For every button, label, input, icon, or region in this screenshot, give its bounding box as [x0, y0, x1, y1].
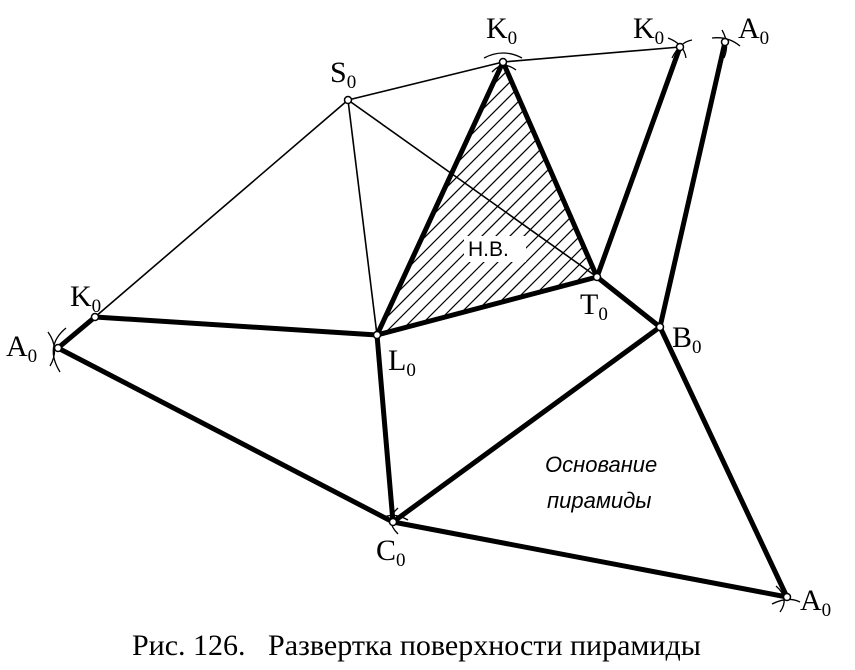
label-A-bottom: A0 [800, 584, 831, 621]
hatch-line [0, 40, 258, 400]
vertex-C [388, 517, 398, 527]
thick-edges [55, 39, 790, 600]
hatch-line [0, 40, 342, 400]
edge-K-left-L [92, 314, 380, 338]
hatch-line [377, 62, 469, 335]
label-L: L0 [388, 344, 416, 381]
hatch-line [710, 40, 855, 400]
label-K-right: K0 [633, 12, 664, 49]
label-C: C0 [376, 534, 406, 571]
hatch-line [377, 62, 597, 335]
vertex-L [372, 330, 382, 340]
hatch-line [850, 40, 855, 400]
hatch-line [377, 62, 413, 335]
vertex-K-left [90, 312, 100, 322]
label-S: S0 [330, 56, 356, 93]
vertex-S [343, 95, 353, 105]
hatch-line [377, 62, 385, 335]
hatch-line [377, 62, 399, 335]
hatch-line [612, 40, 855, 400]
hatch-line [682, 40, 855, 400]
hatch-line [0, 40, 272, 400]
hatch-line [0, 40, 328, 400]
true-size-label-bg [464, 236, 526, 262]
edge-K-top-K-right [502, 46, 681, 63]
vertex-markers [53, 37, 792, 602]
vertex-A-topright [720, 37, 730, 47]
hatch-line [766, 40, 855, 400]
edge-B-A-topright [657, 39, 728, 330]
hatch-line [377, 62, 553, 335]
vertex-labels: S0 K0 K0 A0 K0 A0 L0 T0 B0 C0 A0 [6, 12, 831, 621]
hatch-line [377, 62, 597, 335]
label-B: B0 [672, 321, 702, 358]
hatch-line [724, 40, 855, 400]
hatch-line [555, 62, 597, 335]
arc-C-2 [381, 514, 409, 521]
hatch-line [780, 40, 855, 400]
hatch-line [583, 62, 597, 335]
hatch-line [0, 40, 314, 400]
figure-caption: Рис. 126. Развертка поверхности пирамиды [132, 629, 701, 662]
hatch-line [808, 40, 855, 400]
hatch-line [696, 40, 855, 400]
edge-K-top-T [500, 59, 600, 280]
arc-A-left [52, 327, 67, 373]
edge-B-A-bottom [657, 324, 790, 600]
hatch-line [377, 62, 597, 335]
hatch-line [377, 62, 597, 335]
hatch-line [0, 40, 300, 400]
edge-L-K-top [374, 59, 506, 338]
hatch-line [0, 40, 286, 400]
edge-L-T [374, 274, 600, 338]
label-T: T0 [580, 288, 608, 325]
true-size-label: Н.В. [468, 238, 509, 261]
hatch-line [377, 62, 441, 335]
edge-A-left-K-left [55, 314, 98, 351]
edge-S-K-left [94, 99, 349, 318]
vertex-A-bottom [782, 592, 792, 602]
label-A-topright: A0 [738, 12, 769, 49]
edge-C-A-bottom [390, 519, 790, 600]
vertex-K-top [498, 57, 508, 67]
edge-T-B [594, 274, 663, 330]
hatch-line [738, 40, 855, 400]
label-K-left: K0 [70, 280, 101, 317]
hatch-line [377, 62, 597, 335]
edge-A-left-C [55, 345, 396, 525]
base-label-line1: Основание [545, 452, 657, 477]
vertex-B [655, 322, 665, 332]
arc-K-top [483, 52, 523, 59]
edge-B-C [390, 324, 663, 525]
hatch-line [752, 40, 855, 400]
hatch-line [377, 62, 597, 335]
edge-L-C [374, 332, 396, 525]
edge-S-K-top [347, 61, 504, 101]
edge-T-K-right [594, 44, 683, 280]
hatch-line [387, 62, 597, 335]
thin-edges [94, 46, 681, 336]
vertex-K-right [675, 42, 685, 52]
hatch-line [377, 62, 597, 335]
vertex-A-left [53, 343, 63, 353]
label-A-left: A0 [6, 330, 37, 367]
edge-S-L [347, 99, 378, 336]
vertex-T [592, 272, 602, 282]
hatch-line [626, 40, 855, 400]
hatch-line [377, 62, 597, 335]
label-K-top: K0 [486, 12, 517, 49]
base-label-line2: пирамиды [547, 488, 651, 513]
hatch-line [822, 40, 855, 400]
hatch-line [794, 40, 855, 400]
hatch-line [836, 40, 855, 400]
edge-S-T [347, 99, 598, 278]
